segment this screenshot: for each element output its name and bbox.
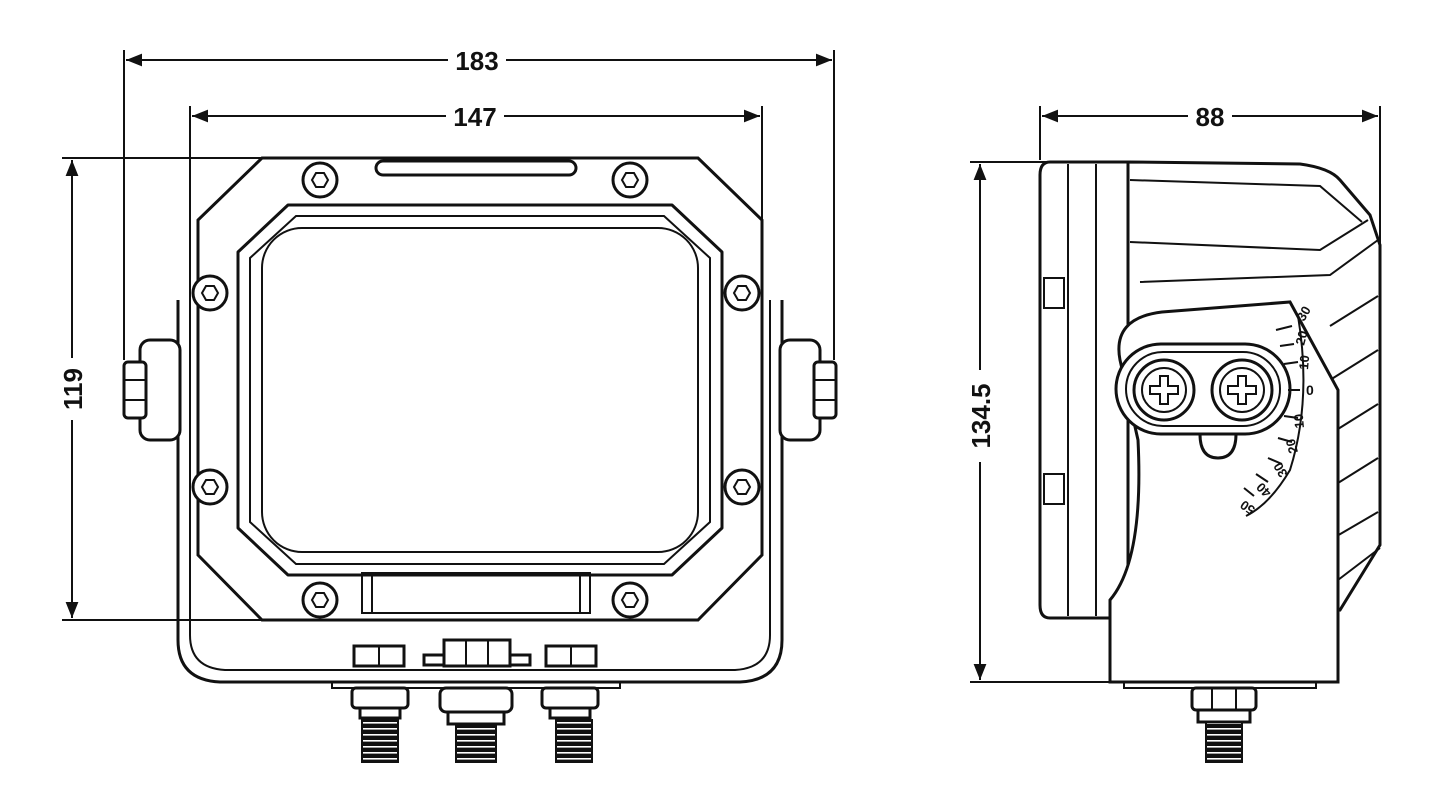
lens (261, 227, 699, 553)
angle-label-20-up: 20 (1292, 329, 1310, 347)
front-view: 183 147 119 (58, 46, 838, 763)
pivot-bolt-right (1210, 358, 1274, 422)
angle-label-30-down: 30 (1270, 460, 1290, 480)
left-mounting-knob (122, 338, 182, 442)
bezel-screws (191, 161, 761, 619)
dimension-134-5: 134.5 (966, 161, 1110, 683)
dimension-label-119: 119 (58, 368, 88, 410)
bottom-slot (361, 572, 591, 614)
angle-label-10-down: 10 (1291, 413, 1307, 429)
angle-label-10-up: 10 (1296, 355, 1312, 371)
lamp-housing (196, 156, 764, 622)
angle-label-30-up: 30 (1294, 303, 1314, 323)
dimension-label-183: 183 (455, 46, 498, 76)
pivot-bolt-left (1132, 358, 1196, 422)
top-vent-slot (374, 159, 578, 177)
dimension-label-88: 88 (1196, 102, 1225, 132)
right-mounting-knob (778, 338, 838, 442)
dimension-label-134-5: 134.5 (966, 383, 996, 448)
bottom-hardware (331, 638, 621, 763)
lens-bezel (236, 203, 724, 577)
side-bottom-stud (1123, 681, 1317, 763)
dimension-147: 147 (189, 102, 763, 300)
side-view: 30 20 10 0 10 20 30 40 50 88 (966, 102, 1382, 763)
angle-label-20-down: 20 (1283, 437, 1301, 455)
dimension-88: 88 (1039, 102, 1381, 245)
angle-label-0: 0 (1306, 382, 1314, 398)
angle-label-50-down: 50 (1237, 497, 1257, 518)
dimension-119: 119 (58, 157, 262, 621)
dimension-183: 183 (123, 46, 835, 360)
dimension-label-147: 147 (453, 102, 496, 132)
